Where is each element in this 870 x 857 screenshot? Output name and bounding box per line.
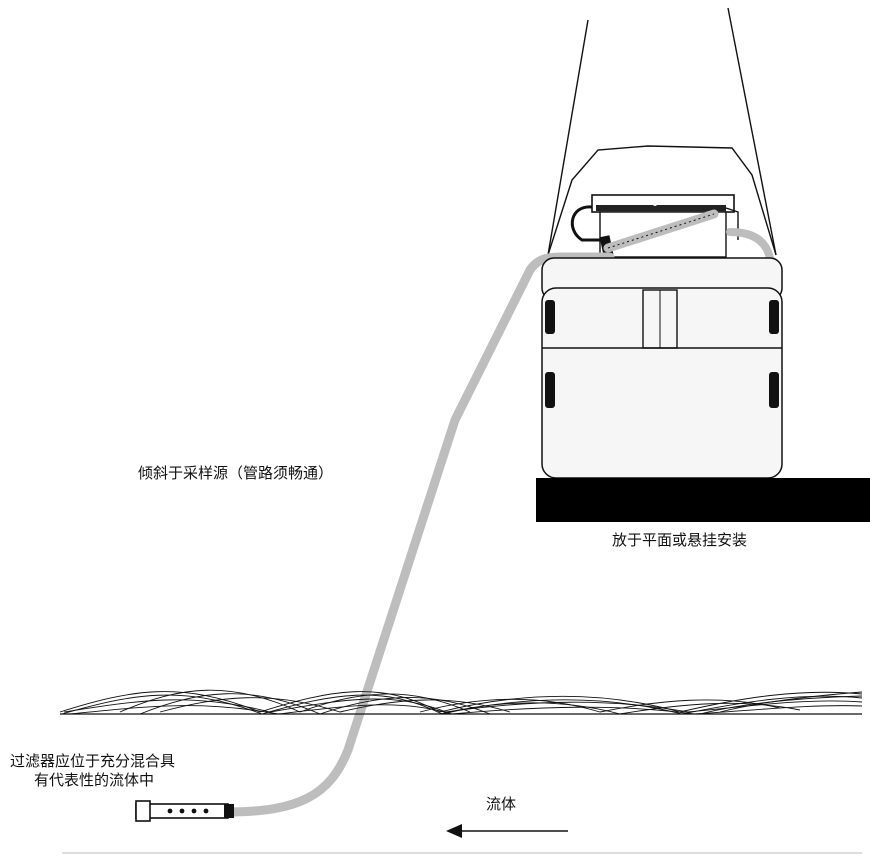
water-surface [59, 689, 863, 715]
cord-right [727, 7, 777, 256]
sampling-tube [221, 252, 615, 817]
filter-note-line1: 过滤器应位于充分混合具 [10, 752, 176, 770]
sampler-pump [570, 194, 739, 261]
flow-label: 流体 [486, 795, 517, 813]
handle-left-upper [545, 300, 555, 334]
hanging-cords [547, 7, 777, 256]
enclosure-body [541, 287, 783, 479]
filter-probe [135, 800, 234, 822]
handle-right-lower [769, 372, 779, 408]
handle-left-lower [545, 372, 555, 408]
cord-left [547, 19, 589, 256]
mount-note-label: 放于平面或悬挂安装 [612, 531, 748, 549]
platform [536, 478, 870, 522]
tilt-note-label: 倾斜于采样源（管路须畅通） [138, 464, 334, 482]
hood-outline [547, 145, 777, 256]
sampling-tube-return [726, 228, 774, 262]
filter-note-line2: 有代表性的流体中 [34, 771, 155, 789]
flow-arrow-icon [446, 824, 568, 838]
handle-right-upper [769, 300, 779, 334]
sampler-enclosure [541, 257, 783, 479]
